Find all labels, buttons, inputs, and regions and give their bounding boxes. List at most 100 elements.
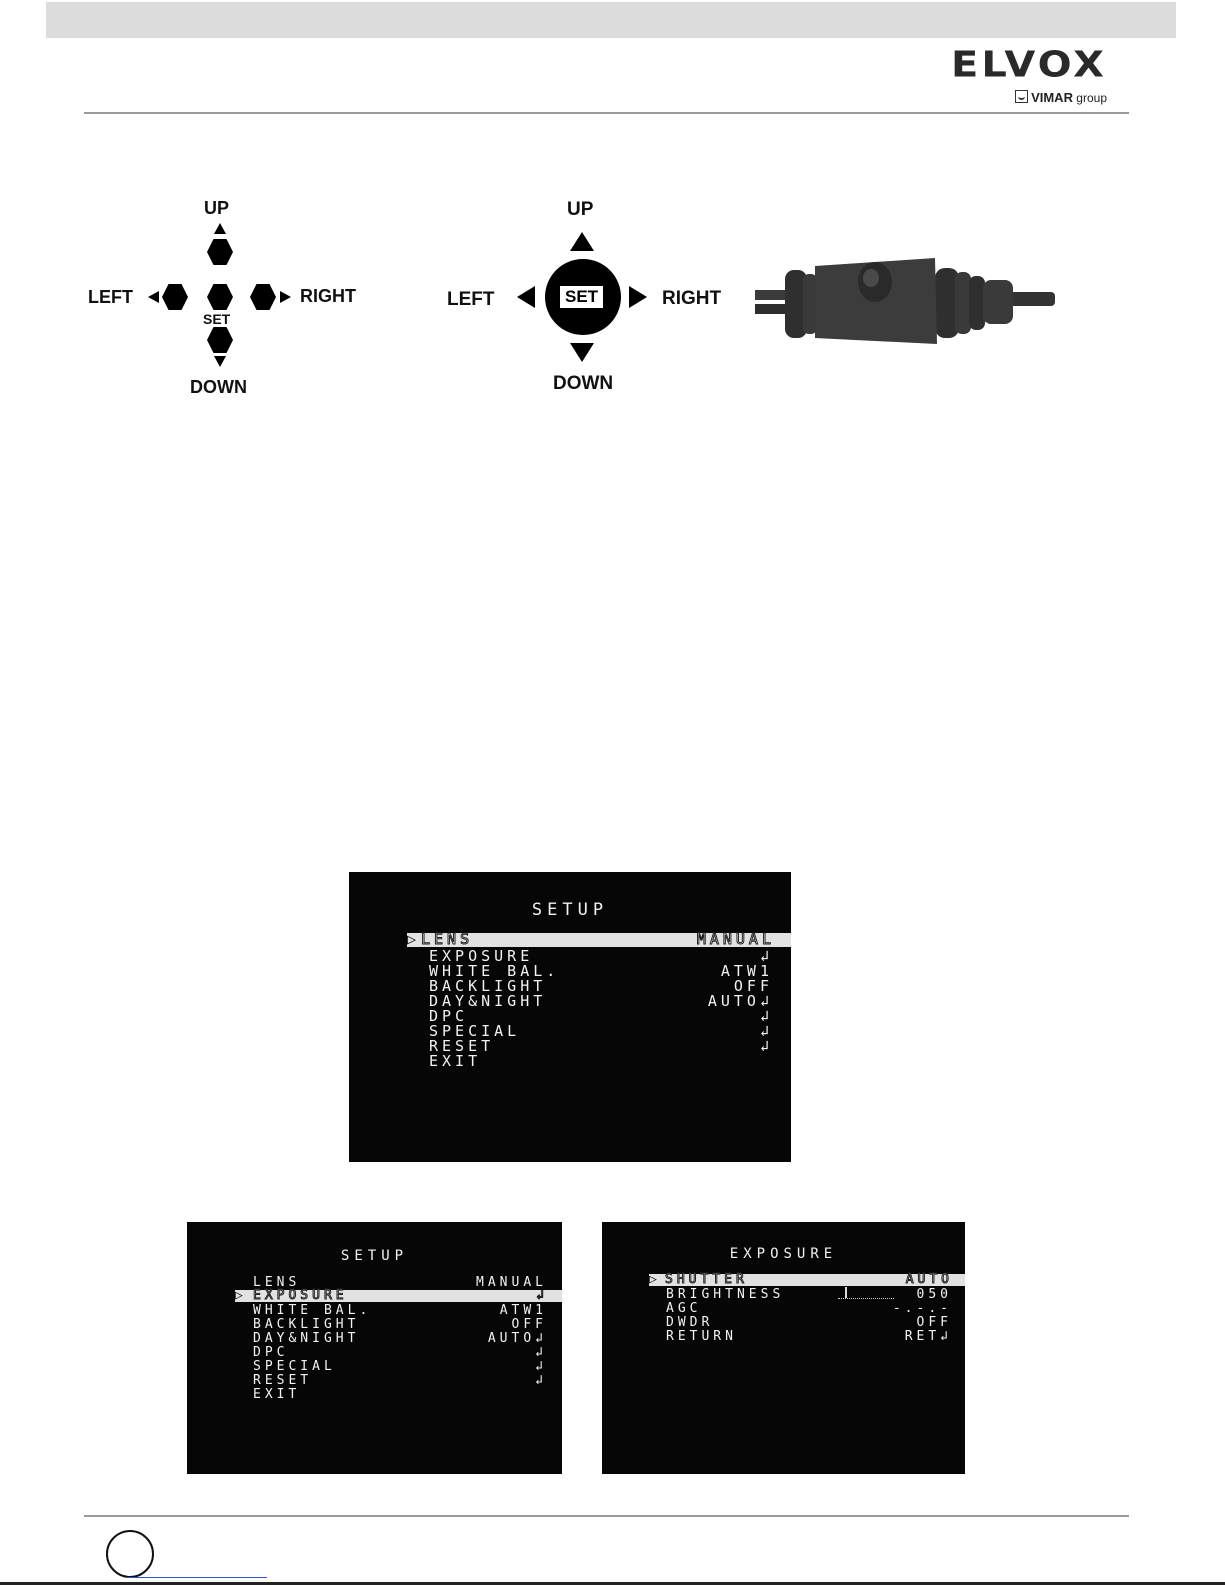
header-rule [84, 112, 1129, 114]
osd-item-label: LENS [253, 1275, 301, 1290]
osd-item-lens[interactable]: ▷ LENS MANUAL [407, 930, 791, 948]
osd-item-label: SPECIAL [253, 1359, 336, 1374]
arrow-down-icon [570, 343, 594, 362]
elvox-logo: ELVOX VIMAR group [945, 44, 1107, 105]
page-bottom-edge [0, 1582, 1225, 1585]
group-suffix: group [1076, 91, 1107, 105]
osd-item-value: OFF [916, 1315, 952, 1330]
osd-item-exposure[interactable]: EXPOSURE ↲ [429, 949, 773, 964]
osd-item-label: EXPOSURE [253, 1288, 348, 1303]
strain-relief-icon [785, 270, 807, 338]
osd-item-special[interactable]: SPECIAL ↲ [253, 1360, 547, 1373]
osd-item-backlight[interactable]: BACKLIGHT OFF [429, 979, 773, 994]
osd-item-label: WHITE BAL. [253, 1303, 372, 1318]
osd-item-label: WHITE BAL. [429, 962, 560, 980]
label-down: DOWN [190, 377, 247, 397]
osd-item-label: BACKLIGHT [253, 1317, 360, 1332]
osd-item-special[interactable]: SPECIAL ↲ [429, 1024, 773, 1039]
joystick-stick-icon [863, 269, 879, 287]
osd-item-label: EXPOSURE [429, 947, 534, 965]
label-left: LEFT [447, 289, 495, 310]
osd-item-shutter[interactable]: ▷ SHUTTER AUTO [649, 1272, 965, 1287]
osd-item-reset[interactable]: RESET ↲ [429, 1039, 773, 1054]
osd-item-label: SHUTTER [665, 1272, 748, 1287]
osd-item-day-night[interactable]: DAY&NIGHT AUTO↲ [253, 1332, 547, 1345]
osd-item-value: OFF [733, 977, 773, 995]
button-down-icon [207, 327, 233, 353]
label-right: RIGHT [662, 288, 722, 309]
osd-exposure-menu: EXPOSURE ▷ SHUTTER AUTO BRIGHTNESS 050 A… [602, 1222, 965, 1474]
osd-item-white-bal[interactable]: WHITE BAL. ATW1 [429, 964, 773, 979]
brightness-slider[interactable] [838, 1287, 894, 1299]
footer-link-underline [127, 1577, 267, 1578]
osd-item-label: EXIT [253, 1387, 301, 1402]
osd-item-label: BRIGHTNESS [666, 1287, 785, 1302]
osd-item-return[interactable]: RETURN RET↲ [666, 1330, 952, 1343]
cable-joystick-illustration [755, 258, 1055, 344]
osd-item-brightness[interactable]: BRIGHTNESS 050 [666, 1287, 952, 1302]
logo-wordmark: ELVOX [951, 44, 1107, 86]
osd-item-value: 050 [916, 1287, 952, 1302]
vimar-name: VIMAR [1031, 90, 1073, 105]
vimar-icon [1015, 90, 1029, 103]
label-up: UP [204, 198, 230, 218]
osd-item-label: RETURN [666, 1329, 737, 1344]
arrow-down-icon [214, 356, 226, 367]
osd-item-dpc[interactable]: DPC ↲ [253, 1346, 547, 1359]
osd-item-value: ↲ [535, 1345, 547, 1360]
label-left: LEFT [88, 287, 133, 307]
osd-item-white-bal[interactable]: WHITE BAL. ATW1 [253, 1304, 547, 1317]
osd-item-value: ↲ [759, 1007, 773, 1025]
osd-item-value: RET↲ [904, 1329, 952, 1344]
label-set: SET [203, 311, 231, 327]
osd-item-exit[interactable]: EXIT [429, 1054, 773, 1069]
osd-item-dwdr[interactable]: DWDR OFF [666, 1316, 952, 1329]
osd-item-value: ATW1 [720, 962, 773, 980]
osd-item-label: EXIT [429, 1052, 482, 1070]
osd-item-exit[interactable]: EXIT [253, 1388, 547, 1401]
osd-item-lens[interactable]: LENS MANUAL [253, 1276, 547, 1289]
selection-cursor-icon: ▷ [649, 1272, 661, 1287]
osd-item-label: LENS [420, 930, 474, 948]
osd-item-label: DPC [429, 1007, 469, 1025]
slider-thumb [845, 1287, 847, 1298]
arrow-right-icon [280, 291, 291, 303]
label-up: UP [567, 199, 594, 220]
osd-item-agc[interactable]: AGC -.-.- [666, 1302, 952, 1315]
osd-item-label: SPECIAL [429, 1022, 521, 1040]
cable-right-icon [1010, 292, 1055, 306]
osd-item-value: ATW1 [499, 1303, 547, 1318]
osd-title: SETUP [340, 1248, 409, 1264]
selection-cursor-icon: ▷ [407, 930, 421, 948]
osd-item-reset[interactable]: RESET ↲ [253, 1374, 547, 1387]
arrow-up-icon [570, 232, 594, 251]
osd-item-value: ↲ [759, 947, 773, 965]
strain-relief-icon [803, 274, 817, 334]
osd-item-value: ↲ [535, 1373, 547, 1388]
arrow-left-icon [148, 291, 159, 303]
osd-item-day-night[interactable]: DAY&NIGHT AUTO↲ [429, 994, 773, 1009]
arrow-right-icon [629, 286, 647, 308]
osd-item-value: ↲ [759, 1037, 773, 1055]
button-right-icon [250, 284, 276, 310]
header-band [46, 2, 1176, 38]
strain-relief-icon [935, 268, 959, 338]
strain-relief-icon [983, 280, 1013, 324]
osd-item-value: OFF [511, 1317, 547, 1332]
label-set: SET [560, 286, 604, 308]
osd-item-label: RESET [253, 1373, 313, 1388]
vimar-group-mark: VIMAR group [1015, 90, 1107, 105]
label-right: RIGHT [300, 286, 356, 306]
arrow-left-icon [517, 286, 535, 308]
osd-item-label: AGC [666, 1301, 702, 1316]
osd-item-exposure[interactable]: ▷ EXPOSURE ↲ [235, 1288, 562, 1303]
osd-item-label: DWDR [666, 1315, 714, 1330]
osd-item-value: ↲ [536, 1288, 548, 1303]
strain-relief-icon [969, 276, 985, 330]
osd-item-label: DAY&NIGHT [253, 1331, 360, 1346]
button-up-icon [207, 239, 233, 265]
osd-item-dpc[interactable]: DPC ↲ [429, 1009, 773, 1024]
label-down: DOWN [553, 373, 614, 394]
cable-left-icon [755, 304, 795, 314]
osd-item-backlight[interactable]: BACKLIGHT OFF [253, 1318, 547, 1331]
